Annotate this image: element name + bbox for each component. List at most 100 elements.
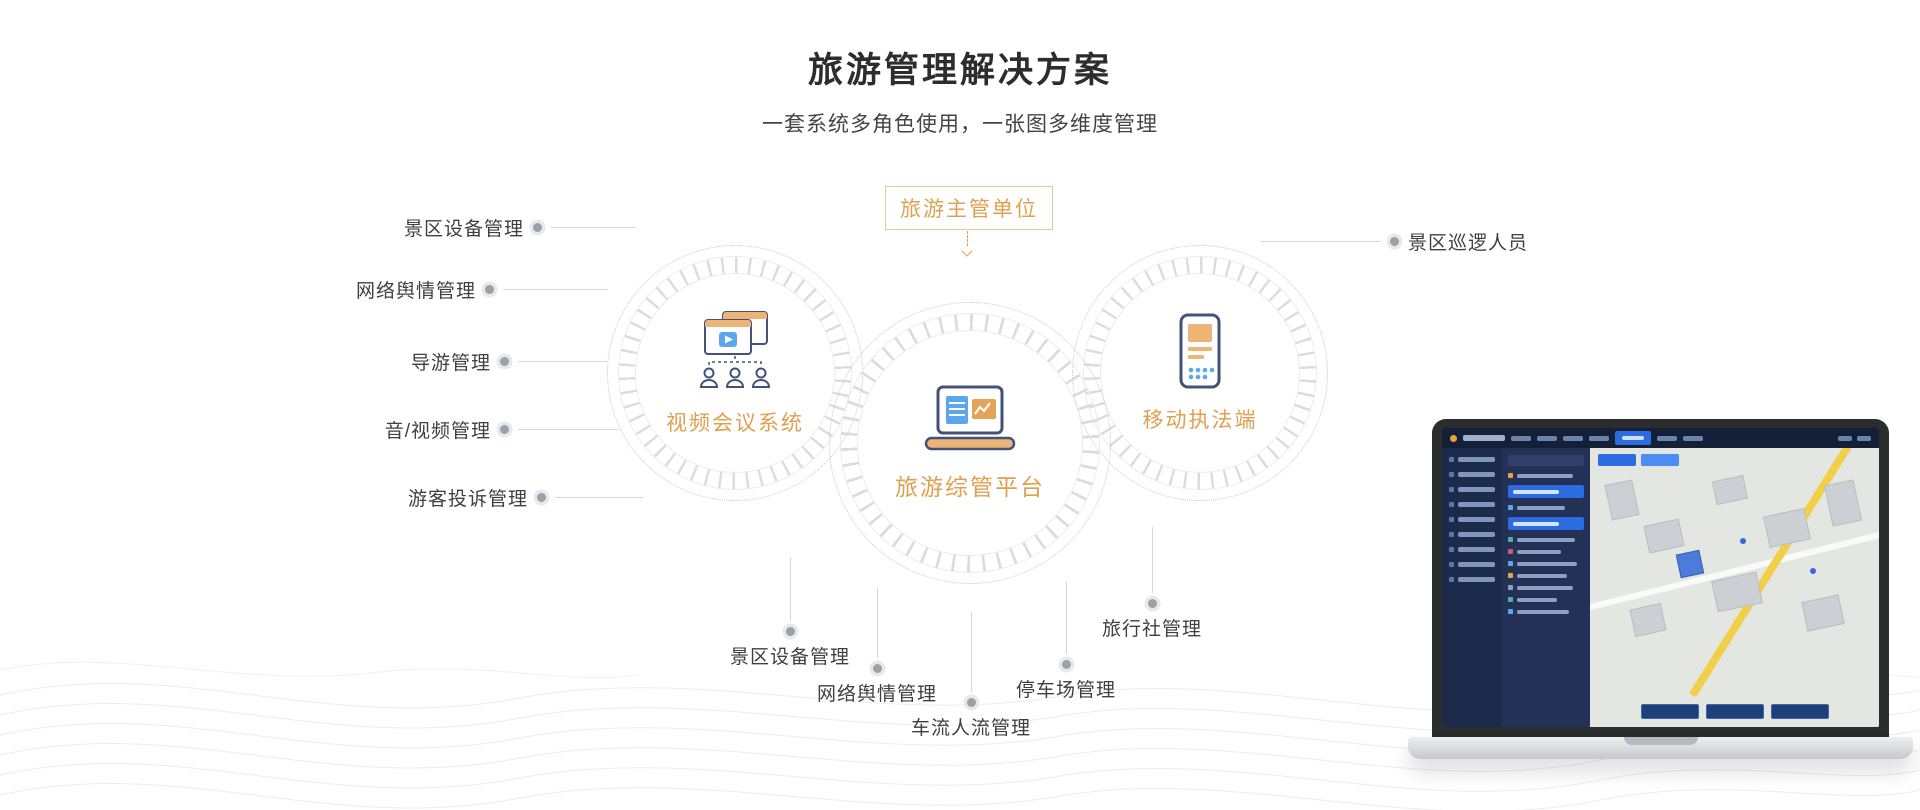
connector-line <box>789 557 791 621</box>
authority-box: 旅游主管单位 <box>885 186 1053 230</box>
dashboard-sidebar <box>1442 448 1502 727</box>
map-building <box>1604 479 1640 521</box>
sidebar-menu-item <box>1449 532 1495 537</box>
dashboard-list-panel <box>1502 448 1590 727</box>
dashboard-topbar <box>1442 428 1879 448</box>
list-item <box>1508 597 1584 602</box>
node-inner: 移动执法端 <box>1100 273 1300 473</box>
sidebar-menu-item <box>1449 547 1495 552</box>
callout-label: 停车场管理 <box>1015 680 1117 701</box>
list-item-active <box>1508 485 1584 498</box>
map-toolbar-button <box>1641 454 1679 466</box>
callout-left-opinion-mgmt: 网络舆情管理 <box>355 277 608 302</box>
list-item <box>1508 585 1584 590</box>
dotted-ring <box>829 302 1111 584</box>
dashboard-nav-item <box>1683 435 1703 441</box>
map-bottom-button <box>1705 704 1764 719</box>
sidebar-menu-item <box>1449 517 1495 522</box>
map-toolbar-button <box>1598 454 1636 466</box>
callout-bottom-flow-mgmt: 车流人流管理 <box>911 612 1031 740</box>
callout-label: 网络舆情管理 <box>355 280 476 302</box>
dashboard-map <box>1590 448 1879 727</box>
callout-label: 导游管理 <box>410 352 491 374</box>
map-building <box>1763 507 1811 549</box>
map-bottom-button <box>1770 704 1829 719</box>
callout-left-complaint-mgmt: 游客投诉管理 <box>407 485 643 510</box>
connector-line <box>1151 527 1153 593</box>
callout-bottom-device-mgmt: 景区设备管理 <box>730 557 850 669</box>
connector-line <box>555 496 643 498</box>
list-item <box>1508 537 1584 542</box>
video-conference-icon <box>699 311 771 388</box>
map-marker-icon <box>1810 568 1816 574</box>
node-label-mobile-enforcement: 移动执法端 <box>1142 409 1258 432</box>
map-toolbar <box>1598 454 1679 466</box>
map-building <box>1823 479 1863 527</box>
map-building <box>1643 518 1685 554</box>
list-item <box>1508 549 1584 554</box>
node-inner: 视频会议系统 <box>635 273 835 473</box>
list-item <box>1508 609 1584 614</box>
laptop-base <box>1408 737 1913 759</box>
callout-dot <box>1390 236 1399 246</box>
dashboard-nav-item <box>1589 435 1609 441</box>
dashboard-nav-item <box>1563 435 1583 441</box>
dashboard-body <box>1442 448 1879 727</box>
map-bottom-buttons <box>1640 704 1829 719</box>
callout-dot <box>1147 599 1157 608</box>
sidebar-menu-item <box>1449 562 1495 567</box>
connector-line <box>503 288 608 290</box>
map-building-highlighted <box>1675 549 1705 579</box>
list-item <box>1508 505 1584 510</box>
dashboard-screenshot <box>1442 428 1879 727</box>
dashboard-brand <box>1463 435 1505 441</box>
sidebar-menu-item <box>1449 487 1495 492</box>
sidebar-menu-item <box>1449 502 1495 507</box>
authority-dashed-line <box>967 231 968 246</box>
connector-line <box>876 588 878 658</box>
node-label-video-conference: 视频会议系统 <box>666 412 804 435</box>
callout-label: 旅行社管理 <box>1101 619 1203 640</box>
map-building <box>1629 602 1667 638</box>
map-marker-icon <box>1740 538 1746 544</box>
node-label-platform: 旅游综管平台 <box>895 474 1045 500</box>
callout-dot <box>872 664 882 673</box>
list-header <box>1508 455 1584 466</box>
list-item <box>1508 561 1584 566</box>
callout-left-av-mgmt: 音/视频管理 <box>384 417 618 442</box>
map-building <box>1711 474 1749 506</box>
sidebar-menu-item <box>1449 457 1495 462</box>
callout-dot <box>485 284 494 294</box>
callout-label: 车流人流管理 <box>910 718 1032 739</box>
callout-label: 音/视频管理 <box>384 420 491 442</box>
map-building <box>1801 594 1845 632</box>
callout-label: 景区设备管理 <box>403 218 524 240</box>
connector-line <box>970 612 972 692</box>
callout-dot <box>785 627 795 636</box>
connector-line <box>1261 240 1381 242</box>
laptop-notch <box>1623 737 1698 745</box>
list-item <box>1508 573 1584 578</box>
callout-label: 游客投诉管理 <box>407 488 528 510</box>
dashboard-nav-item <box>1511 435 1531 441</box>
callout-dot <box>500 424 509 434</box>
dashboard-user-item <box>1838 435 1852 441</box>
page-subtitle: 一套系统多角色使用，一张图多维度管理 <box>762 113 1158 136</box>
callout-dot <box>533 222 542 232</box>
callout-bottom-travel-agency-mgmt: 旅行社管理 <box>1102 527 1202 641</box>
callout-left-device-mgmt: 景区设备管理 <box>403 215 637 240</box>
node-inner: 旅游综管平台 <box>857 330 1083 556</box>
callout-label: 景区巡逻人员 <box>1408 232 1529 254</box>
mobile-phone-icon <box>1179 313 1221 389</box>
dashboard-logo-icon <box>1450 434 1457 442</box>
callout-right-patrol-staff: 景区巡逻人员 <box>1261 229 1529 254</box>
node-video-conference: 视频会议系统 <box>607 245 863 501</box>
callout-dot <box>500 356 509 366</box>
dashboard-nav-item <box>1537 435 1557 441</box>
node-mobile-enforcement: 移动执法端 <box>1072 245 1328 501</box>
connector-line <box>518 428 618 430</box>
callout-label: 景区设备管理 <box>729 647 851 668</box>
dashboard-active-tab <box>1615 431 1651 445</box>
platform-laptop-icon <box>924 385 1016 451</box>
callout-dot <box>1061 660 1071 669</box>
